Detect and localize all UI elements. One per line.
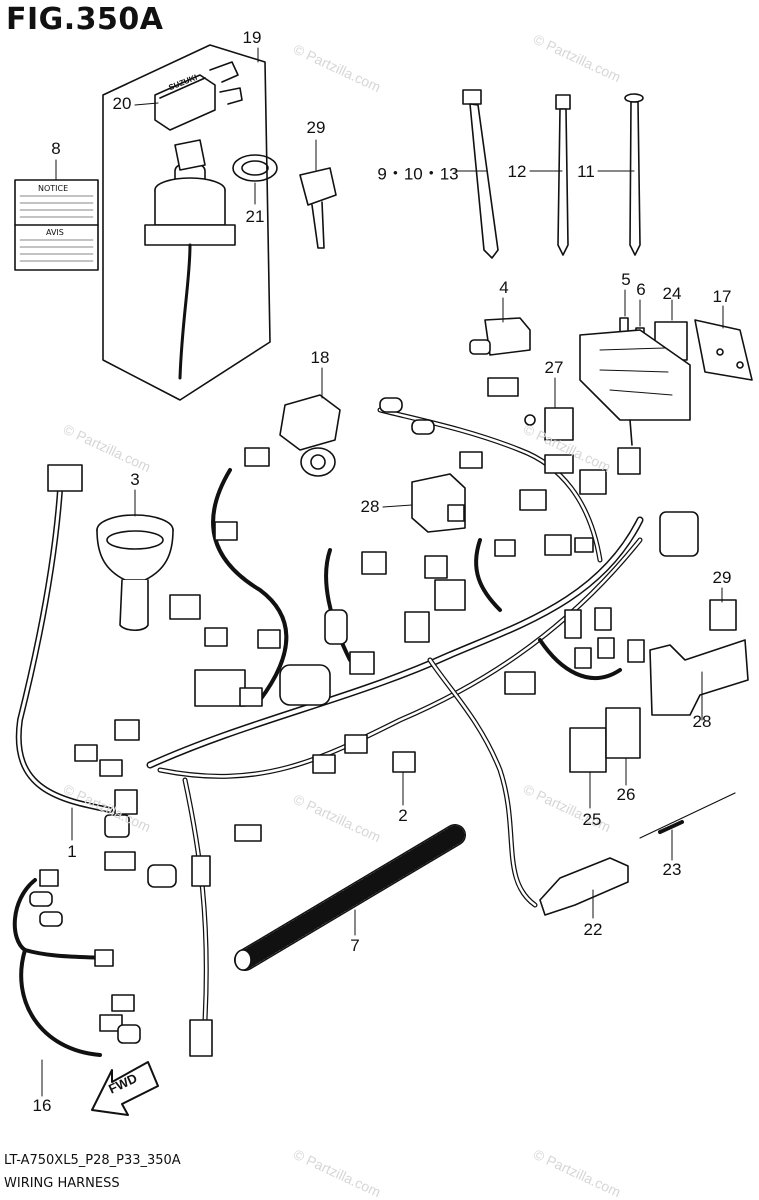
cable-tie-part-9-10-13 [462, 89, 499, 259]
callout-5[interactable]: 5 [621, 270, 631, 289]
callout-26[interactable]: 28 [692, 712, 712, 731]
ignition-connector-part-16 [279, 394, 341, 477]
callout-25[interactable]: 27 [544, 358, 564, 377]
callout-22[interactable]: 24 [662, 284, 682, 303]
leader-lines [41, 47, 724, 1097]
diagram-caption: WIRING HARNESS [4, 1176, 120, 1191]
forward-arrow-icon [91, 1061, 159, 1116]
callout-17[interactable]: 19 [242, 28, 262, 47]
callout-16[interactable]: 18 [310, 348, 330, 367]
cable-tie-part-12 [555, 94, 571, 256]
callout-9-10-13[interactable]: 9・10・13 [377, 164, 459, 184]
rubber-boot-part-3 [96, 514, 174, 632]
callout-12[interactable]: 12 [507, 162, 527, 181]
ignition-switch-part-17 [144, 139, 236, 380]
connector-part-24 [605, 707, 641, 759]
callout-27[interactable]: 28 [360, 497, 380, 516]
callout-11[interactable]: 11 [577, 162, 595, 181]
callout-2[interactable]: 2 [398, 806, 408, 825]
relay-part-27 [411, 473, 466, 533]
main-wiring-harness-part-1 [15, 377, 699, 1057]
sub-harness-part-14 [12, 869, 141, 1057]
figure-title: FIG.350A [6, 2, 164, 37]
connector-cap-part-4 [469, 317, 531, 356]
callout-1[interactable]: 1 [67, 842, 77, 861]
model-code: LT-A750XL5_P28_P33_350A [4, 1153, 181, 1168]
fuse-part-5 [619, 289, 629, 335]
callout-24[interactable]: 26 [616, 785, 636, 804]
callout-19[interactable]: 21 [245, 207, 265, 226]
sensor-part-20 [539, 857, 629, 916]
key-part-28 [299, 167, 337, 249]
callout-8[interactable]: 8 [51, 139, 61, 158]
bracket-part-15 [694, 319, 753, 381]
ignition-switch-group-box [102, 44, 271, 401]
callout-14[interactable]: 16 [32, 1096, 52, 1115]
callout-4[interactable]: 4 [499, 278, 509, 297]
callout-21[interactable]: 23 [662, 860, 682, 879]
cable-tie-part-11 [624, 93, 644, 256]
callout-7[interactable]: 7 [350, 936, 360, 955]
ignition-key-cover-part-18 [154, 61, 243, 131]
callout-29[interactable]: 29 [712, 568, 732, 587]
notice-label-text: NOTICE [38, 184, 69, 193]
callout-3[interactable]: 3 [130, 470, 140, 489]
corrugated-tube-part-7 [234, 824, 466, 971]
bracket-part-26 [649, 639, 749, 716]
spring-part-21 [639, 792, 736, 839]
avis-label-text: AVIS [46, 228, 64, 237]
callout-28[interactable]: 29 [306, 118, 326, 137]
callout-23[interactable]: 25 [582, 810, 602, 829]
callout-20[interactable]: 22 [583, 920, 603, 939]
notice-label-part-8 [14, 179, 99, 271]
connector-part-29 [709, 599, 737, 631]
connector-part-25 [524, 407, 574, 441]
callout-6[interactable]: 6 [636, 280, 646, 299]
connector-part-2 [392, 751, 416, 773]
ring-nut-part-19 [232, 154, 278, 182]
callout-18[interactable]: 20 [112, 94, 132, 113]
callout-15[interactable]: 17 [712, 287, 732, 306]
connector-part-23 [569, 727, 607, 773]
fuse-box-assembly [579, 329, 691, 446]
